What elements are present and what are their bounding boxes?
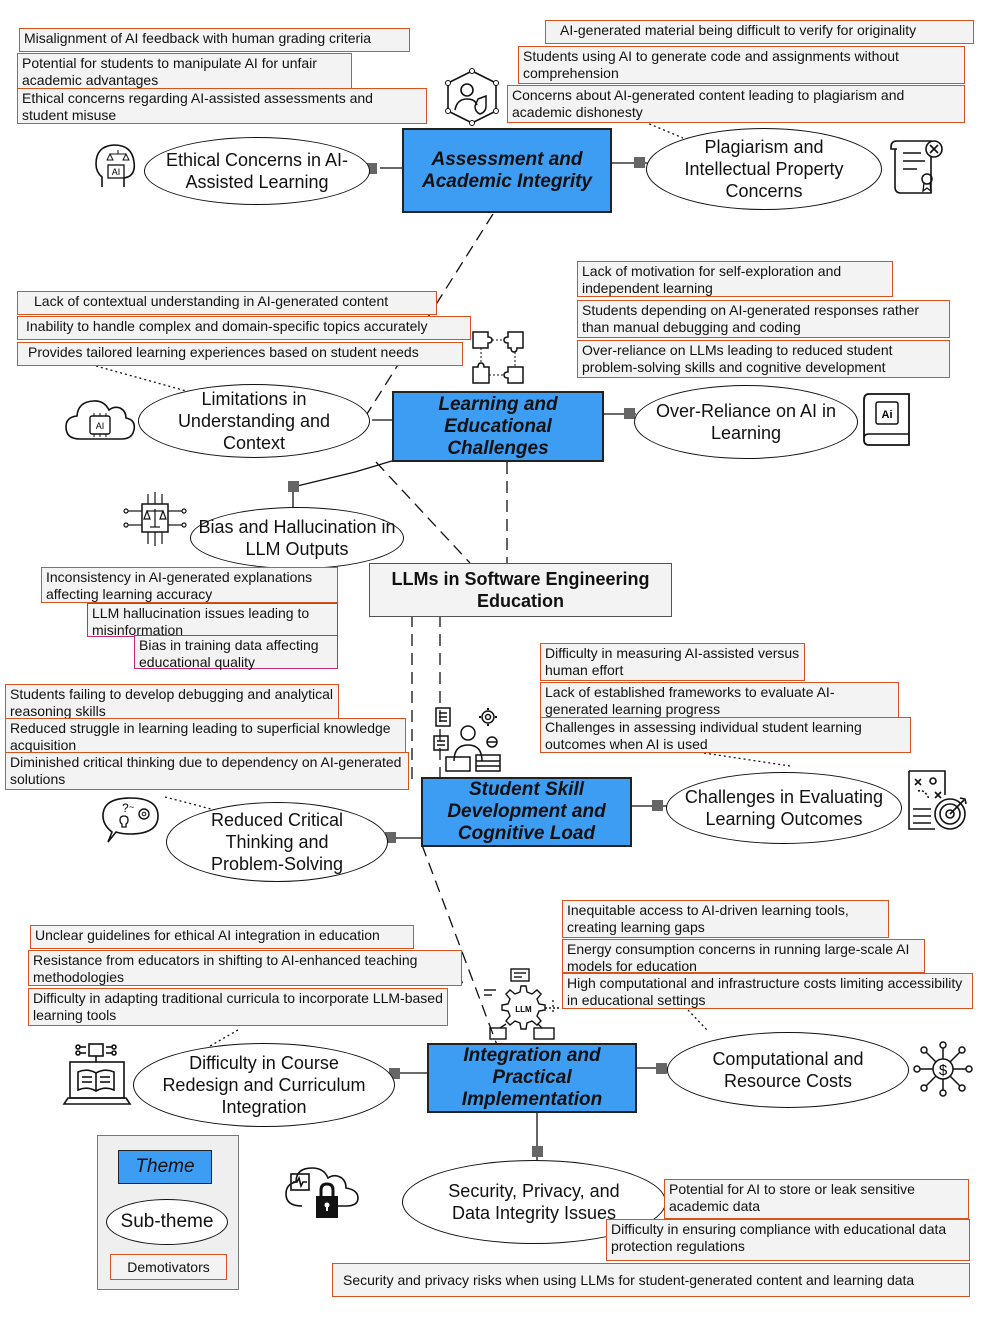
strategy-target-icon: [908, 770, 967, 830]
demotivator-box: Students using AI to generate code and a…: [518, 46, 965, 84]
legend: Theme Sub-theme Demotivators: [97, 1135, 239, 1290]
demotivator-box: Bias in training data affecting educatio…: [134, 635, 338, 670]
subtheme-plagiarism: Plagiarism and Intellectual Property Con…: [646, 128, 882, 210]
demotivator-box: Difficulty in ensuring compliance with e…: [606, 1219, 970, 1261]
demotivator-box: Potential for AI to store or leak sensit…: [664, 1179, 969, 1219]
connector-node: [634, 157, 645, 168]
puzzle-icon: [472, 331, 524, 384]
theme-assessment: Assessment and Academic Integrity: [402, 128, 612, 213]
subtheme-bias: Bias and Hallucination in LLM Outputs: [190, 507, 404, 569]
demotivator-box: Students failing to develop debugging an…: [5, 684, 339, 720]
demotivator-box: Provides tailored learning experiences b…: [17, 342, 463, 366]
demotivator-box: Misalignment of AI feedback with human g…: [19, 28, 410, 52]
demotivator-box: Resistance from educators in shifting to…: [28, 950, 462, 986]
demotivator-box: Ethical concerns regarding AI-assisted a…: [17, 88, 427, 124]
svg-text:?: ?: [122, 801, 129, 815]
theme-integration: Integration and Practical Implementation: [427, 1043, 637, 1113]
demotivator-box: Security and privacy risks when using LL…: [332, 1263, 970, 1297]
llm-gear-icon: LLM: [484, 968, 560, 1040]
subtheme-overreliance: Over-Reliance on AI in Learning: [634, 385, 858, 459]
ai-head-icon: AI: [95, 144, 136, 187]
theme-learning: Learning and Educational Challenges: [392, 391, 604, 462]
cloud-lock-icon: [285, 1167, 359, 1218]
subtheme-evaluating: Challenges in Evaluating Learning Outcom…: [666, 772, 902, 844]
demotivator-box: Difficulty in adapting traditional curri…: [28, 988, 448, 1026]
demotivator-box: Difficulty in measuring AI-assisted vers…: [540, 643, 805, 681]
user-shield-icon: [445, 68, 499, 126]
demotivator-box: LLM hallucination issues leading to misi…: [87, 603, 338, 638]
legend-demotivators-swatch: Demotivators: [110, 1254, 227, 1280]
ai-book-icon: Ai: [863, 393, 910, 446]
connector-node: [366, 163, 377, 174]
subtheme-limitations: Limitations in Understanding and Context: [138, 384, 370, 458]
demotivator-box: Challenges in assessing individual stude…: [540, 717, 911, 753]
demotivator-box: AI-generated material being difficult to…: [545, 20, 974, 44]
document-certificate-icon: [890, 140, 943, 194]
connector-node: [656, 1063, 667, 1074]
demotivator-box: Over-reliance on LLMs leading to reduced…: [577, 340, 950, 378]
demotivator-box: Energy consumption concerns in running l…: [562, 939, 925, 974]
connector-node: [532, 1146, 543, 1157]
legend-subtheme-swatch: Sub-theme: [106, 1199, 228, 1245]
theme-skill: Student Skill Development and Cognitive …: [421, 777, 632, 847]
subtheme-security: Security, Privacy, and Data Integrity Is…: [402, 1160, 666, 1244]
student-gear-icon: [433, 707, 501, 772]
svg-text:Ai: Ai: [882, 409, 893, 421]
ai-scale-icon: [123, 492, 187, 546]
svg-text:~: ~: [129, 802, 134, 812]
demotivator-box: Lack of motivation for self-exploration …: [577, 261, 893, 297]
demotivator-box: Diminished critical thinking due to depe…: [5, 752, 409, 790]
demotivator-box: Inequitable access to AI-driven learning…: [562, 900, 889, 938]
connector-node: [624, 408, 635, 419]
demotivator-box: Unclear guidelines for ethical AI integr…: [30, 925, 414, 949]
thinking-bubble-icon: ? ~: [102, 797, 159, 843]
svg-text:AI: AI: [96, 421, 105, 431]
demotivator-box: Lack of established frameworks to evalua…: [540, 682, 899, 718]
demotivator-box: Reduced struggle in learning leading to …: [5, 718, 406, 754]
connector-node: [288, 481, 299, 492]
svg-text:AI: AI: [112, 167, 121, 177]
dollar-network-icon: $: [913, 1041, 973, 1097]
subtheme-computational: Computational and Resource Costs: [667, 1032, 909, 1108]
central-topic: LLMs in Software Engineering Education: [369, 563, 672, 617]
subtheme-curriculum: Difficulty in Course Redesign and Curric…: [133, 1043, 395, 1127]
demotivator-box: Potential for students to manipulate AI …: [17, 53, 352, 89]
demotivator-box: Lack of contextual understanding in AI-g…: [17, 291, 437, 315]
svg-text:$: $: [939, 1062, 948, 1079]
legend-theme-swatch: Theme: [118, 1150, 212, 1184]
laptop-book-icon: [62, 1043, 132, 1105]
connector-node: [385, 832, 396, 843]
subtheme-ethical: Ethical Concerns in AI-Assisted Learning: [144, 137, 370, 205]
ai-cloud-icon: AI: [65, 400, 136, 440]
connector-node: [389, 1068, 400, 1079]
demotivator-box: Students depending on AI-generated respo…: [577, 300, 950, 338]
demotivator-box: Concerns about AI-generated content lead…: [507, 85, 965, 123]
demotivator-box: High computational and infrastructure co…: [562, 973, 973, 1009]
svg-text:LLM: LLM: [515, 1005, 532, 1014]
demotivator-box: Inconsistency in AI-generated explanatio…: [41, 567, 338, 603]
subtheme-critical: Reduced Critical Thinking and Problem-So…: [166, 802, 388, 882]
connector-node: [652, 800, 663, 811]
demotivator-box: Inability to handle complex and domain-s…: [17, 316, 471, 340]
